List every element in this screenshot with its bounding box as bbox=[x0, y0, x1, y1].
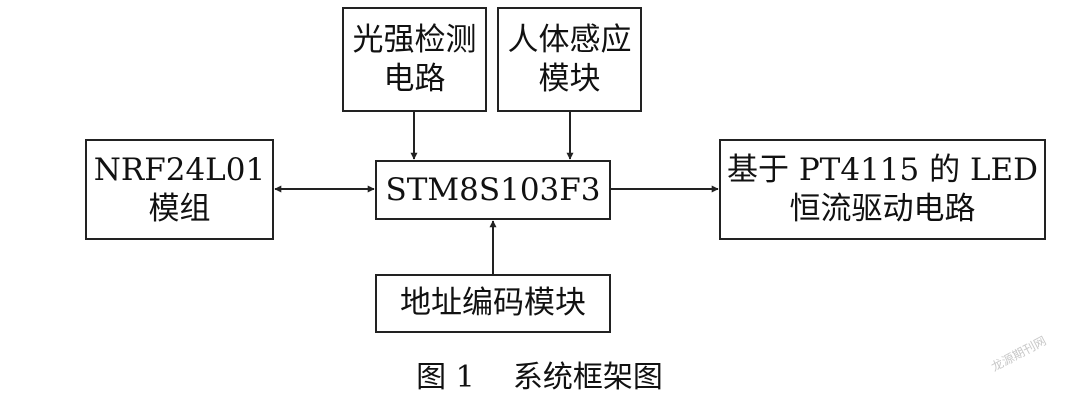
nrf-module-block: NRF24L01 模组 bbox=[85, 139, 274, 240]
address-module-label: 地址编码模块 bbox=[400, 285, 586, 322]
nrf-module-label-line2: 模组 bbox=[148, 190, 211, 227]
led-driver-label-line1: 基于 PT4115 的 LED bbox=[726, 151, 1039, 188]
light-sensor-label-line2: 电路 bbox=[383, 60, 446, 97]
figure-caption: 图 1 系统框架图 bbox=[416, 360, 663, 395]
pir-sensor-block: 人体感应 模块 bbox=[497, 7, 642, 112]
nrf-module-label-line1: NRF24L01 bbox=[93, 151, 266, 188]
mcu-block: STM8S103F3 bbox=[375, 160, 611, 220]
pir-sensor-label-line1: 人体感应 bbox=[507, 21, 632, 58]
mcu-label: STM8S103F3 bbox=[385, 171, 601, 208]
address-module-block: 地址编码模块 bbox=[375, 274, 611, 333]
light-sensor-label-line1: 光强检测 bbox=[352, 21, 477, 58]
led-driver-block: 基于 PT4115 的 LED 恒流驱动电路 bbox=[719, 139, 1046, 240]
light-sensor-block: 光强检测 电路 bbox=[342, 7, 487, 112]
pir-sensor-label-line2: 模块 bbox=[538, 60, 601, 97]
led-driver-label-line2: 恒流驱动电路 bbox=[789, 190, 976, 227]
